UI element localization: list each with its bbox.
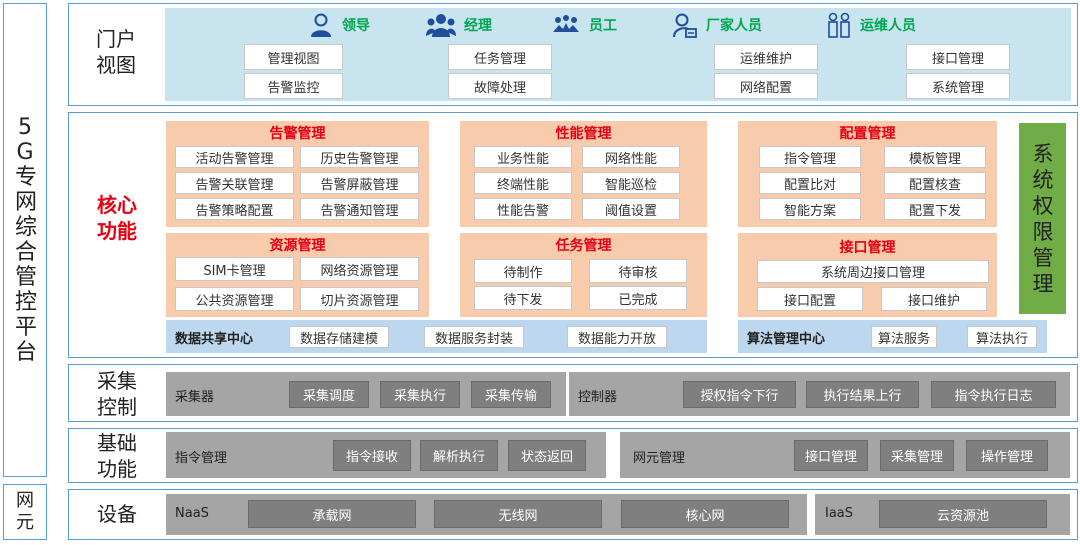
iaas-title: IaaS [825,506,854,521]
algo-center-item[interactable]: 算法服务 [871,326,937,348]
alarm-item[interactable]: 告警通知管理 [300,198,419,220]
resource-item[interactable]: 网络资源管理 [300,257,419,281]
core-label: 核心 功能 [97,193,137,243]
interface-title: 接口管理 [839,240,896,256]
collect-label: 采集 控制 [97,369,137,419]
control-item[interactable]: 执行结果上行 [806,381,919,408]
perf-item[interactable]: 终端性能 [474,172,572,194]
perf-item[interactable]: 性能告警 [474,198,572,220]
config-item[interactable]: 配置比对 [759,172,861,194]
role-name: 厂家人员 [706,18,762,34]
collect-item[interactable]: 采集传输 [471,381,551,408]
task-item[interactable]: 已完成 [589,286,687,310]
data-center-item[interactable]: 数据服务封装 [424,326,524,348]
naas-item[interactable]: 核心网 [621,500,789,528]
config-item[interactable]: 配置核查 [884,172,986,194]
config-item[interactable]: 智能方案 [759,198,861,220]
task-item[interactable]: 待下发 [474,286,572,310]
algo-center-title: 算法管理中心 [747,332,826,347]
team-icon [553,15,579,32]
data-center-item[interactable]: 数据存储建模 [289,326,389,348]
perf-item[interactable]: 业务性能 [474,146,572,168]
role-name: 员工 [589,18,617,34]
task-item[interactable]: 待审核 [589,259,687,283]
naas-item[interactable]: 承载网 [248,500,416,528]
basic-right-item[interactable]: 接口管理 [794,440,868,471]
basic-label: 基础 功能 [97,431,137,481]
alarm-item[interactable]: 活动告警管理 [175,146,294,168]
platform-title-box: 5G专网综合管控平台 [3,3,47,477]
control-item[interactable]: 授权指令下行 [683,381,796,408]
basic-left-item[interactable]: 解析执行 [420,440,498,471]
network-element-box: 网元 [3,484,47,540]
device-label: 设备 [97,502,137,526]
group-icon [426,14,456,37]
vendor-icon [673,13,697,38]
role-name: 经理 [464,18,492,34]
portal-item-interface[interactable]: 接口管理 [906,44,1010,70]
perf-item[interactable]: 智能巡检 [582,172,680,194]
config-item[interactable]: 指令管理 [759,146,861,168]
resource-item[interactable]: 公共资源管理 [175,287,294,311]
interface-item[interactable]: 接口配置 [757,287,863,311]
system-auth-label: 系统权限管理 [1032,141,1054,296]
basic-right-item[interactable]: 操作管理 [966,440,1048,471]
collector-title: 采集器 [175,390,215,405]
iaas-item[interactable]: 云资源池 [879,500,1047,528]
role-name: 领导 [342,18,370,34]
config-item[interactable]: 模板管理 [884,146,986,168]
portal-item-alarm-monitor[interactable]: 告警监控 [244,73,343,99]
perf-item[interactable]: 网络性能 [582,146,680,168]
ops-icon [828,12,850,38]
resource-title: 资源管理 [269,238,326,254]
portal-item-system[interactable]: 系统管理 [906,73,1010,99]
controller-title: 控制器 [578,390,618,405]
basic-right-item[interactable]: 采集管理 [880,440,954,471]
instruction-mgmt-title: 指令管理 [175,451,228,466]
resource-item[interactable]: 切片资源管理 [300,287,419,311]
role-name: 运维人员 [860,18,916,34]
resource-item[interactable]: SIM卡管理 [175,257,294,281]
naas-title: NaaS [175,506,209,521]
portal-item-net-config[interactable]: 网络配置 [714,73,818,99]
role-leader: 领导 [308,11,398,39]
platform-title: 5G专网综合管控平台 [15,115,38,365]
portal-item-mgmt-view[interactable]: 管理视图 [244,44,343,70]
portal-item-task-mgmt[interactable]: 任务管理 [448,44,552,70]
task-item[interactable]: 待制作 [474,259,572,283]
alarm-item[interactable]: 告警屏蔽管理 [300,172,419,194]
collect-item[interactable]: 采集执行 [380,381,460,408]
ne-mgmt-title: 网元管理 [633,451,686,466]
collect-divider [566,372,569,416]
interface-item[interactable]: 接口维护 [881,287,987,311]
portal-item-fault[interactable]: 故障处理 [448,73,552,99]
alarm-item[interactable]: 告警策略配置 [175,198,294,220]
network-element-label: 网元 [16,490,34,533]
naas-item[interactable]: 无线网 [434,500,602,528]
config-item[interactable]: 配置下发 [884,198,986,220]
interface-wide-item[interactable]: 系统周边接口管理 [757,260,989,283]
perf-title: 性能管理 [555,126,612,142]
algo-center-item[interactable]: 算法执行 [967,326,1037,348]
perf-item[interactable]: 阈值设置 [582,198,680,220]
task-title: 任务管理 [555,238,612,254]
role-staff: 员工 [551,11,641,39]
user-icon [311,13,331,37]
data-center-title: 数据共享中心 [175,332,254,347]
system-auth-box[interactable]: 系统权限管理 [1019,123,1066,314]
role-ops: 运维人员 [826,11,946,39]
data-center-item[interactable]: 数据能力开放 [567,326,667,348]
role-vendor: 厂家人员 [672,11,792,39]
alarm-title: 告警管理 [269,126,326,142]
alarm-item[interactable]: 历史告警管理 [300,146,419,168]
alarm-item[interactable]: 告警关联管理 [175,172,294,194]
portal-item-ops[interactable]: 运维维护 [714,44,818,70]
control-item[interactable]: 指令执行日志 [931,381,1056,408]
basic-left-item[interactable]: 指令接收 [333,440,411,471]
config-title: 配置管理 [839,126,896,142]
role-manager: 经理 [426,11,516,39]
portal-label: 门户 视图 [96,27,136,77]
collect-item[interactable]: 采集调度 [289,381,369,408]
basic-left-item[interactable]: 状态返回 [508,440,586,471]
